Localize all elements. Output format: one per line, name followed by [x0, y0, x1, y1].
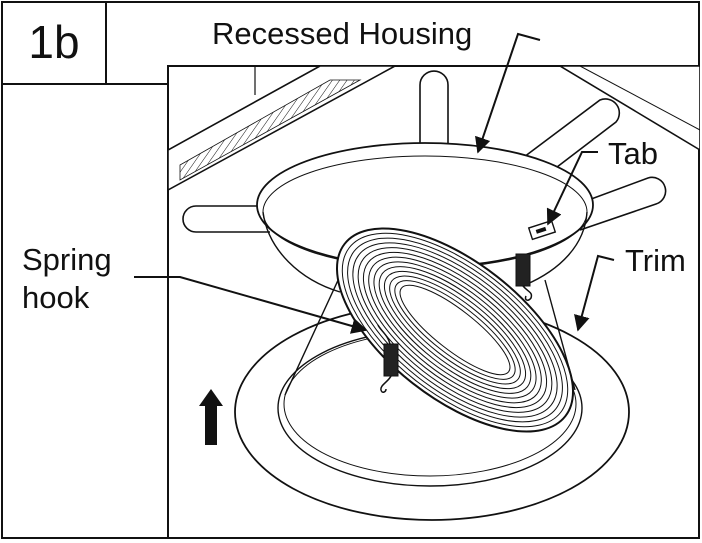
up-arrow-icon — [199, 389, 223, 445]
illustration — [168, 66, 700, 521]
mounting-arm-right — [574, 176, 667, 231]
spring-hook-leader — [134, 276, 368, 334]
ceiling-joist — [168, 66, 396, 191]
tab-leader — [546, 151, 598, 226]
label-recessed-housing: Recessed Housing — [212, 16, 472, 51]
label-spring: Spring — [22, 242, 112, 277]
mounting-arm-top-right — [519, 98, 621, 181]
label-tab: Tab — [608, 136, 658, 171]
mounting-arm-left — [182, 205, 270, 233]
mounting-arm-top — [419, 70, 449, 160]
baffle — [336, 227, 574, 433]
ceiling-joist-right — [558, 66, 700, 151]
label-trim: Trim — [625, 243, 686, 278]
step-box — [1, 1, 107, 85]
step-number: 1b — [28, 16, 79, 68]
trim-leader — [574, 254, 615, 332]
spring-left — [377, 324, 399, 393]
recessed-housing-leader — [475, 32, 541, 154]
label-hook: hook — [22, 280, 90, 315]
